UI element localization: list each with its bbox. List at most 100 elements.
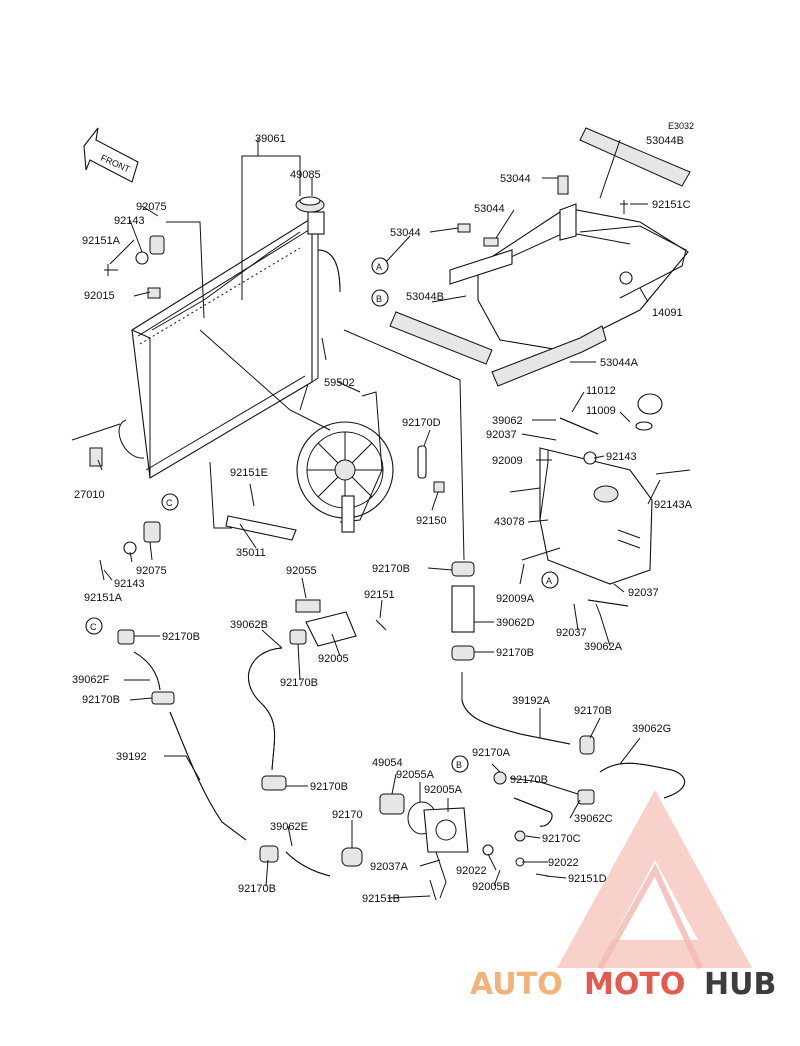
part-label: 92037	[556, 627, 587, 639]
part-label: 39062G	[632, 723, 671, 735]
radiator-filler-neck	[307, 211, 325, 235]
part-label: 92143A	[654, 499, 693, 511]
gasket-11009	[635, 421, 653, 431]
part-label: 92150	[416, 515, 447, 527]
watermark-part1: AUTO	[470, 967, 563, 1002]
part-label: 92170B	[574, 705, 612, 717]
seal-53044A	[491, 325, 607, 387]
pad-53044-a	[457, 223, 471, 233]
callout-a-top	[371, 257, 389, 275]
leader-lines	[71, 138, 661, 899]
clamp-lower-center	[451, 645, 475, 661]
svg-text:A: A	[546, 576, 552, 586]
part-label: 92151B	[362, 893, 400, 905]
callout-b-pump	[451, 755, 469, 773]
part-label: 27010	[74, 489, 105, 501]
part-label: 92170D	[402, 417, 441, 429]
clip-92015	[147, 287, 161, 299]
clamp-upper-center	[451, 561, 475, 577]
part-label: 92143	[114, 578, 145, 590]
reserve-tank	[539, 447, 653, 585]
part-label: 92170B	[162, 631, 200, 643]
water-pump-cover	[423, 807, 469, 853]
part-label: 92009A	[496, 593, 535, 605]
cooling-fan	[296, 391, 394, 533]
radiator	[118, 208, 325, 479]
fan-switch-27010	[89, 447, 103, 467]
grommet-lower	[143, 521, 161, 543]
clamp-39062B-lower	[261, 775, 287, 791]
part-label: 53044B	[406, 291, 444, 303]
svg-text:A: A	[376, 262, 382, 272]
pad-53044-c	[557, 175, 569, 195]
seal-53044B-upper	[579, 127, 691, 187]
part-label: 92022	[548, 857, 579, 869]
part-label: 49085	[290, 169, 321, 181]
callout-c-hose	[85, 617, 103, 635]
part-label: 43078	[494, 516, 525, 528]
pad-53044-b	[483, 237, 499, 247]
part-label: 39062	[492, 415, 523, 427]
part-label: 92170B	[496, 647, 534, 659]
collar-upper	[135, 251, 149, 265]
part-label: 39062A	[584, 641, 623, 653]
part-label: 92015	[84, 290, 115, 302]
part-label: 39061	[255, 133, 286, 145]
grommet-upper	[149, 235, 165, 255]
callout-c-left	[161, 493, 179, 511]
part-label: 92151A	[84, 592, 123, 604]
part-label: 92170B	[372, 563, 410, 575]
part-label: 92170B	[310, 781, 348, 793]
part-label: 92055	[286, 565, 317, 577]
gasket-92055	[295, 599, 321, 613]
part-label: 53044	[500, 173, 531, 185]
part-label: 39062C	[574, 813, 613, 825]
part-label: 92022	[456, 865, 487, 877]
watermark-logo-icon	[557, 790, 752, 970]
svg-text:C: C	[90, 622, 97, 632]
callout-b-top	[371, 289, 389, 307]
part-label: 11009	[586, 405, 616, 417]
part-label: 39062D	[496, 617, 535, 629]
watermark-part2: MOTO	[584, 967, 685, 1002]
part-label: 39062E	[270, 821, 308, 833]
front-arrow-icon: FRONT	[83, 127, 139, 183]
part-label: 92005	[318, 653, 349, 665]
part-label: 53044B	[646, 135, 684, 147]
thermostat-housing	[305, 611, 357, 647]
part-label: 92170B	[510, 774, 548, 786]
part-label: 35011	[236, 547, 266, 559]
part-label: 14091	[652, 307, 683, 319]
part-label: 92151	[364, 589, 395, 601]
watermark-part3: HUB	[704, 967, 776, 1002]
part-label: 92151A	[82, 235, 121, 247]
part-label: 92143	[606, 451, 637, 463]
part-label: 11012	[586, 385, 616, 397]
part-label: 92037A	[370, 861, 409, 873]
part-label: 92037	[486, 429, 517, 441]
part-label: 59502	[324, 377, 355, 389]
part-label: 92151E	[230, 467, 268, 479]
part-label: 39062B	[230, 619, 268, 631]
part-label: 53044	[474, 203, 505, 215]
part-label: 92005A	[424, 784, 463, 796]
part-label: 92143	[114, 215, 145, 227]
part-label: 92075	[136, 565, 167, 577]
part-label: 92009	[492, 455, 523, 467]
part-label: 39192	[116, 751, 147, 763]
part-label: 92170B	[238, 883, 276, 895]
part-label: 49054	[372, 757, 403, 769]
part-label: 53044A	[600, 357, 639, 369]
part-label: 92170C	[542, 833, 581, 845]
part-label: 92075	[136, 201, 167, 213]
tank-cap-11012	[637, 393, 663, 415]
watermark: AUTO MOTO HUB	[470, 967, 776, 1002]
sensor-49054	[379, 793, 405, 815]
hose-39062D	[451, 585, 475, 633]
clamp-92170D	[417, 445, 427, 479]
svg-text:B: B	[456, 760, 462, 770]
bracket-35011	[225, 515, 297, 541]
callout-a-tank	[541, 571, 559, 589]
part-label: 92151C	[652, 199, 691, 211]
